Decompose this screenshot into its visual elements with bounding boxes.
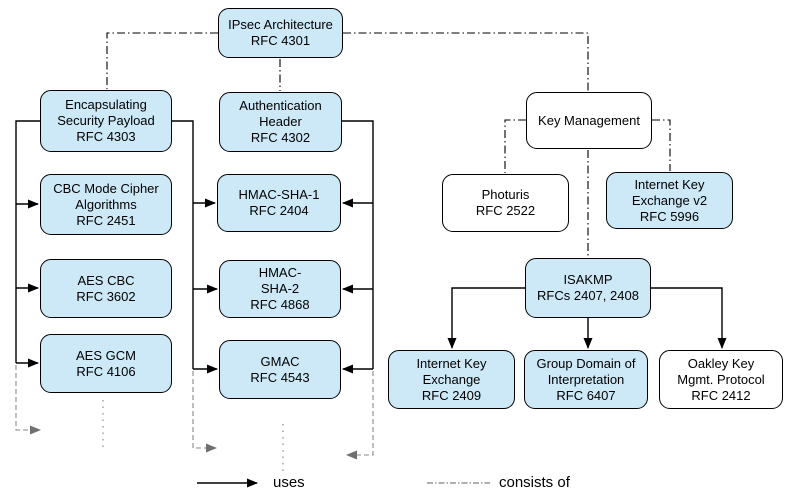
node-isakmp: ISAKMP RFCs 2407, 2408 — [525, 258, 651, 318]
node-gdoi: Group Domain of Interpretation RFC 6407 — [524, 350, 648, 409]
node-photuris: Photuris RFC 2522 — [442, 174, 569, 232]
node-ike: Internet Key Exchange RFC 2409 — [388, 350, 515, 409]
legend-uses-label: uses — [273, 474, 305, 491]
node-aes-cbc: AES CBC RFC 3602 — [40, 259, 172, 318]
node-gmac: GMAC RFC 4543 — [219, 340, 341, 399]
node-oakley: Oakley Key Mgmt. Protocol RFC 2412 — [659, 350, 783, 409]
node-authentication-header: Authentication Header RFC 4302 — [219, 92, 342, 152]
node-esp: Encapsulating Security Payload RFC 4303 — [40, 90, 172, 152]
node-hmac-sha-1: HMAC-SHA-1 RFC 2404 — [217, 174, 341, 232]
node-key-management: Key Management — [526, 92, 652, 149]
node-aes-gcm: AES GCM RFC 4106 — [40, 334, 172, 393]
node-cbc-mode-cipher: CBC Mode Cipher Algorithms RFC 2451 — [40, 174, 172, 235]
node-ipsec-architecture: IPsec Architecture RFC 4301 — [218, 8, 343, 58]
uses-connectors — [15, 120, 727, 374]
continuation-connectors — [15, 365, 374, 460]
legend-consists-of-label: consists of — [499, 474, 570, 491]
node-hmac-sha-2: HMAC- SHA-2 RFC 4868 — [219, 260, 341, 318]
consists-of-connectors — [106, 32, 671, 257]
continuation-dotted-lines — [102, 400, 284, 475]
node-ike-v2: Internet Key Exchange v2 RFC 5996 — [606, 172, 733, 229]
